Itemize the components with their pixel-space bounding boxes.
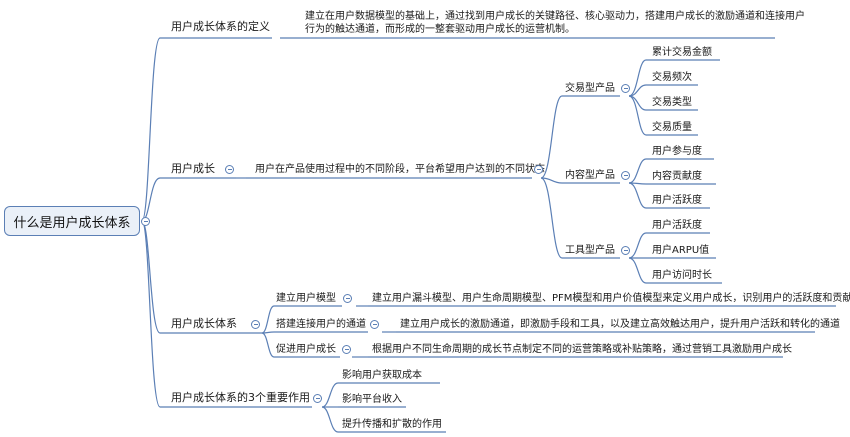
connector-type-content (540, 177, 563, 184)
root-node[interactable]: 什么是用户成长体系 (4, 206, 140, 236)
connector-importance (141, 220, 161, 408)
system-item-1-collapse-icon[interactable] (370, 320, 379, 329)
trade-item-1[interactable]: 交易频次 (652, 72, 692, 83)
root-collapse-icon[interactable] (141, 217, 150, 226)
system-item-2-detail[interactable]: 根据用户不同生命周期的成长节点制定不同的运营策略或补贴策略，通过营销工具激励用户… (372, 344, 792, 355)
content-item-2[interactable]: 用户活跃度 (652, 195, 702, 206)
importance-item-1[interactable]: 影响平台收入 (342, 394, 402, 405)
importance-collapse-icon[interactable] (313, 394, 322, 403)
content-item-0[interactable]: 用户参与度 (652, 146, 702, 157)
importance-item-0[interactable]: 影响用户获取成本 (342, 370, 422, 381)
connector-system (141, 220, 161, 334)
type-tool-label[interactable]: 工具型产品 (565, 245, 615, 256)
connector-definition (141, 37, 161, 222)
system-item-0-detail[interactable]: 建立用户漏斗模型、用户生命周期模型、PFM模型和用户价值模型来定义用户成长，识别… (372, 293, 850, 304)
system-item-0-collapse-icon[interactable] (343, 294, 352, 303)
growth-collapse-icon[interactable] (225, 165, 234, 174)
branch-system-label[interactable]: 用户成长体系 (171, 317, 237, 330)
system-collapse-icon[interactable] (251, 320, 260, 329)
branch-importance-label[interactable]: 用户成长体系的3个重要作用 (171, 391, 310, 404)
branch-growth-label[interactable]: 用户成长 (171, 162, 215, 175)
system-item-1-label[interactable]: 搭建连接用户的通道 (276, 319, 366, 330)
system-item-0-label[interactable]: 建立用户模型 (276, 293, 336, 304)
type-trade-label[interactable]: 交易型产品 (565, 83, 615, 94)
content-item-1[interactable]: 内容贡献度 (652, 171, 702, 182)
connector-type-tool (540, 177, 563, 259)
type-tool-collapse-icon[interactable] (621, 246, 630, 255)
definition-text-line2: 行为的触达通道，而形成的一整套驱动用户成长的运营机制。 (305, 24, 575, 35)
trade-item-3[interactable]: 交易质量 (652, 122, 692, 133)
type-content-label[interactable]: 内容型产品 (565, 170, 615, 181)
system-item-2-collapse-icon[interactable] (342, 345, 351, 354)
definition-text-line1: 建立在用户数据模型的基础上，通过找到用户成长的关键路径、核心驱动力，搭建用户成长… (305, 11, 805, 22)
system-item-2-label[interactable]: 促进用户成长 (276, 344, 336, 355)
connector-type-trade (540, 95, 563, 179)
importance-item-2[interactable]: 提升传播和扩散的作用 (342, 419, 442, 430)
trade-item-2[interactable]: 交易类型 (652, 97, 692, 108)
system-item-1-detail[interactable]: 建立用户成长的激励通道，即激励手段和工具，以及建立高效触达用户，提升用户活跃和转… (400, 319, 840, 330)
type-trade-collapse-icon[interactable] (621, 84, 630, 93)
branch-definition-label[interactable]: 用户成长体系的定义 (171, 20, 270, 33)
trade-item-0[interactable]: 累计交易金额 (652, 47, 712, 58)
tool-item-1[interactable]: 用户ARPU值 (652, 245, 710, 256)
growth-description[interactable]: 用户在产品使用过程中的不同阶段，平台希望用户达到的不同状态 (255, 164, 545, 175)
type-content-collapse-icon[interactable] (621, 171, 630, 180)
growth-desc-collapse-icon[interactable] (534, 165, 543, 174)
tool-item-0[interactable]: 用户活跃度 (652, 220, 702, 231)
tool-item-2[interactable]: 用户访问时长 (652, 270, 712, 281)
